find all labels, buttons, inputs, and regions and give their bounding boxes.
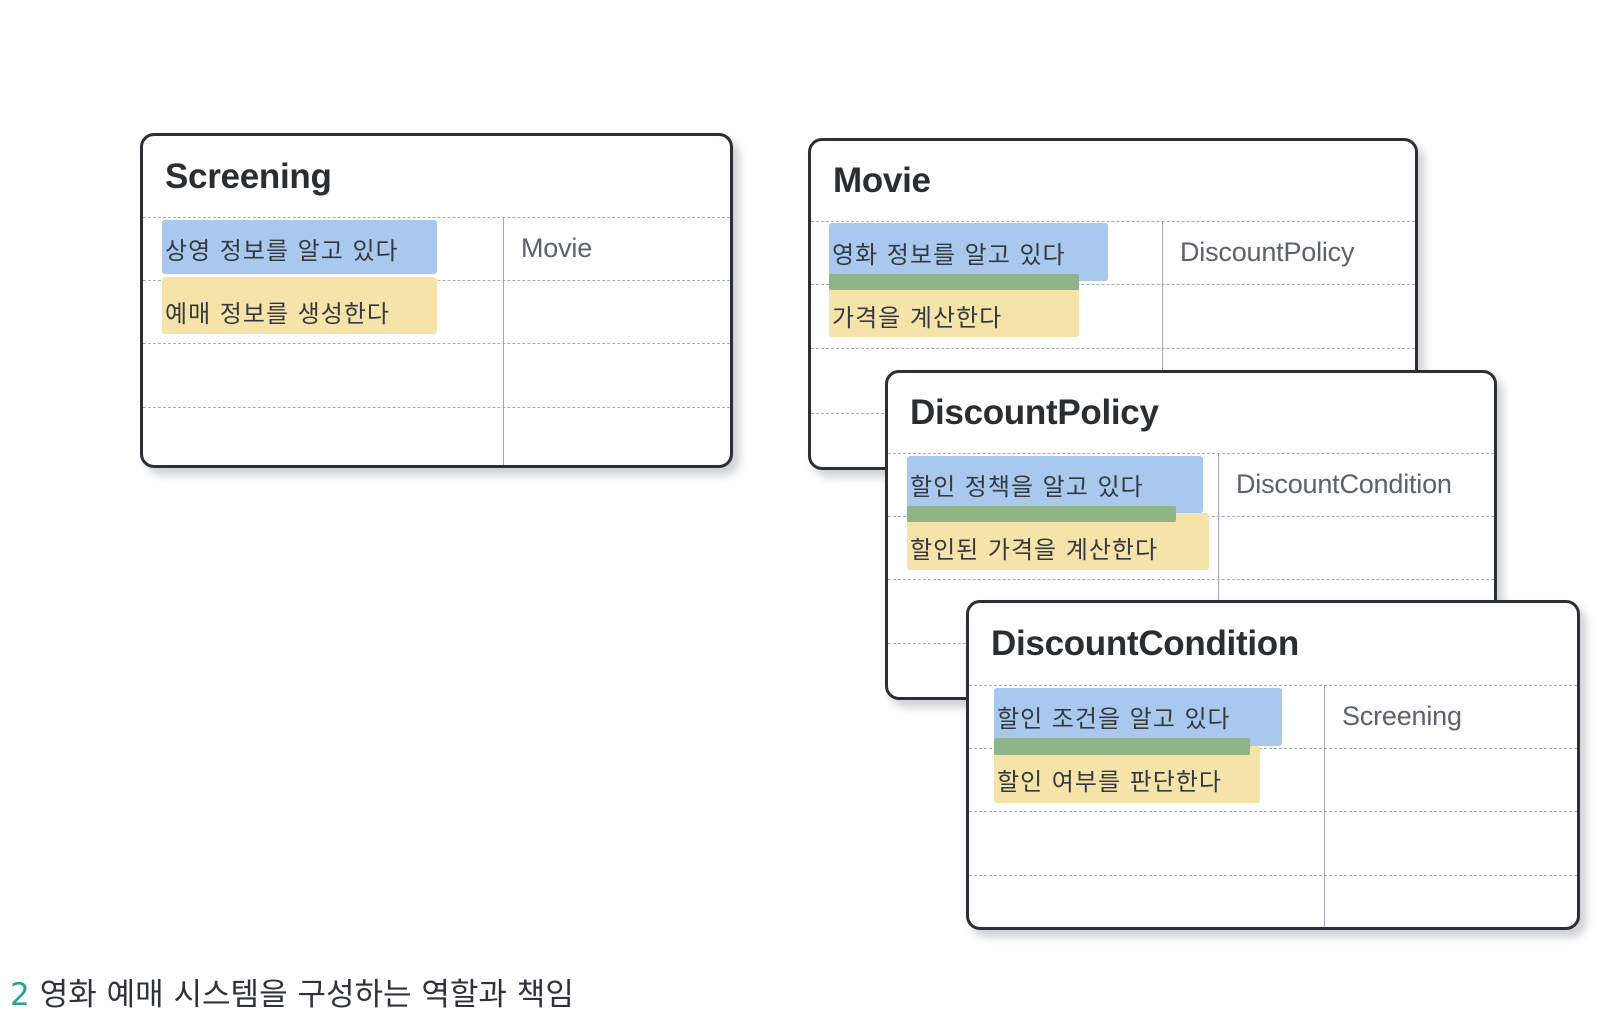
- highlight-yellow-movie-row-1: [829, 281, 1079, 337]
- responsibility-screening-1: 예매 정보를 생성한다: [165, 300, 390, 328]
- collaborator-movie-0: DiscountPolicy: [1180, 237, 1355, 267]
- responsibility-movie-0: 영화 정보를 알고 있다: [832, 241, 1066, 269]
- card-title-screening: Screening: [165, 156, 332, 196]
- footnote-text: 영화 예매 시스템을 구성하는 역할과 책임: [39, 977, 574, 1013]
- crc-card-discount-condition[interactable]: DiscountCondition 할인 조건을 알고 있다 할인 여부를 판단…: [966, 600, 1580, 930]
- highlight-green-discount-policy-overlap: [907, 506, 1176, 522]
- card-title-discount-condition: DiscountCondition: [991, 624, 1299, 663]
- collaborator-discount-policy-0: DiscountCondition: [1236, 469, 1452, 499]
- highlight-blue-screening-row-0: [162, 220, 437, 274]
- card-title-discount-policy: DiscountPolicy: [910, 393, 1159, 432]
- footnote-marker: 2: [10, 977, 30, 1013]
- card-grid-discount-condition: [969, 603, 1577, 927]
- highlight-blue-discount-condition-row-0: [994, 688, 1282, 746]
- collaborator-screening-0: Movie: [521, 233, 593, 263]
- highlight-blue-movie-row-0: [829, 223, 1108, 281]
- responsibility-screening-0: 상영 정보를 알고 있다: [165, 237, 399, 265]
- highlight-yellow-screening-row-1: [162, 277, 437, 334]
- highlight-yellow-discount-policy-row-1: [907, 513, 1209, 570]
- responsibility-discount-condition-0: 할인 조건을 알고 있다: [997, 705, 1231, 733]
- responsibility-discount-policy-1: 할인된 가격을 계산한다: [910, 536, 1159, 564]
- card-title-movie: Movie: [833, 161, 931, 200]
- collaborator-discount-condition-0: Screening: [1342, 701, 1462, 731]
- highlight-yellow-discount-condition-row-1: [994, 746, 1260, 803]
- highlight-green-discount-condition-overlap: [994, 738, 1250, 755]
- responsibility-discount-policy-0: 할인 정책을 알고 있다: [910, 473, 1144, 501]
- highlight-blue-discount-policy-row-0: [907, 456, 1203, 513]
- highlight-green-movie-overlap: [829, 274, 1079, 290]
- responsibility-discount-condition-1: 할인 여부를 판단한다: [997, 768, 1222, 796]
- responsibility-movie-1: 가격을 계산한다: [832, 304, 1003, 332]
- crc-card-screening[interactable]: Screening 상영 정보를 알고 있다 예매 정보를 생성한다 Movie: [140, 133, 733, 468]
